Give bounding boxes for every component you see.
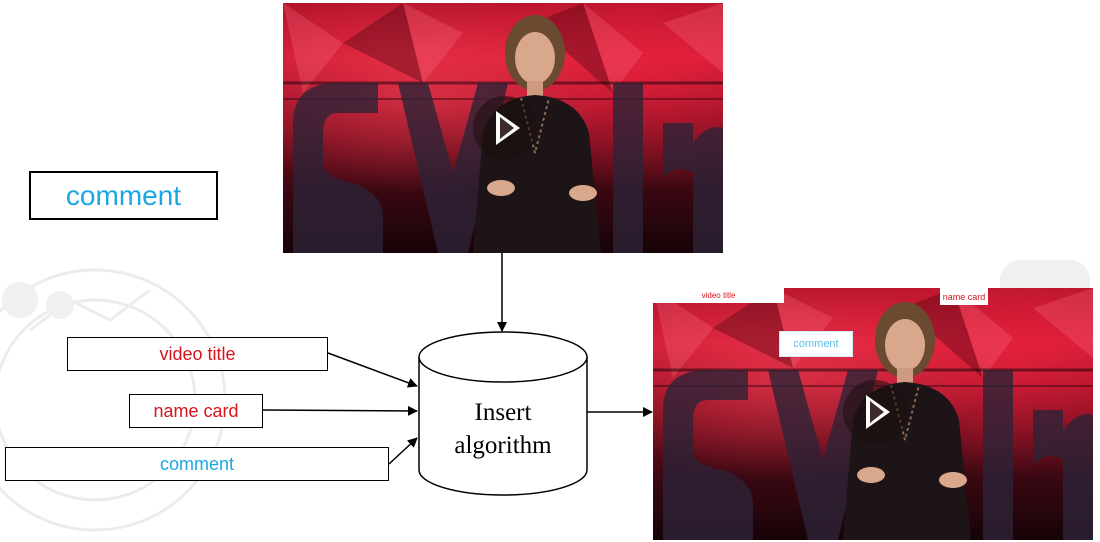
video-title-box: video title bbox=[67, 337, 328, 371]
play-icon[interactable] bbox=[473, 96, 537, 160]
overlay-video-title-text: video title bbox=[701, 291, 736, 300]
overlay-comment: comment bbox=[779, 331, 853, 357]
play-icon-output[interactable] bbox=[843, 380, 907, 444]
overlay-video-title: video title bbox=[653, 288, 784, 303]
overlay-name-card-text: name card bbox=[942, 291, 986, 302]
overlay-comment-text: comment bbox=[793, 338, 839, 350]
source-video-frame[interactable] bbox=[283, 3, 723, 253]
overlay-name-card: name card bbox=[940, 288, 988, 305]
video-title-text: video title bbox=[159, 343, 236, 364]
name-card-text: name card bbox=[153, 400, 239, 421]
name-card-box: name card bbox=[129, 394, 263, 428]
output-video-frame[interactable]: video title name card comment bbox=[653, 288, 1093, 540]
comment-input-text: comment bbox=[159, 453, 235, 474]
comment-label-box: comment bbox=[29, 171, 218, 220]
stage-scene-output bbox=[653, 288, 1093, 540]
comment-label-text: comment bbox=[65, 179, 182, 211]
comment-input-box: comment bbox=[5, 447, 389, 481]
stage-scene bbox=[283, 3, 723, 253]
